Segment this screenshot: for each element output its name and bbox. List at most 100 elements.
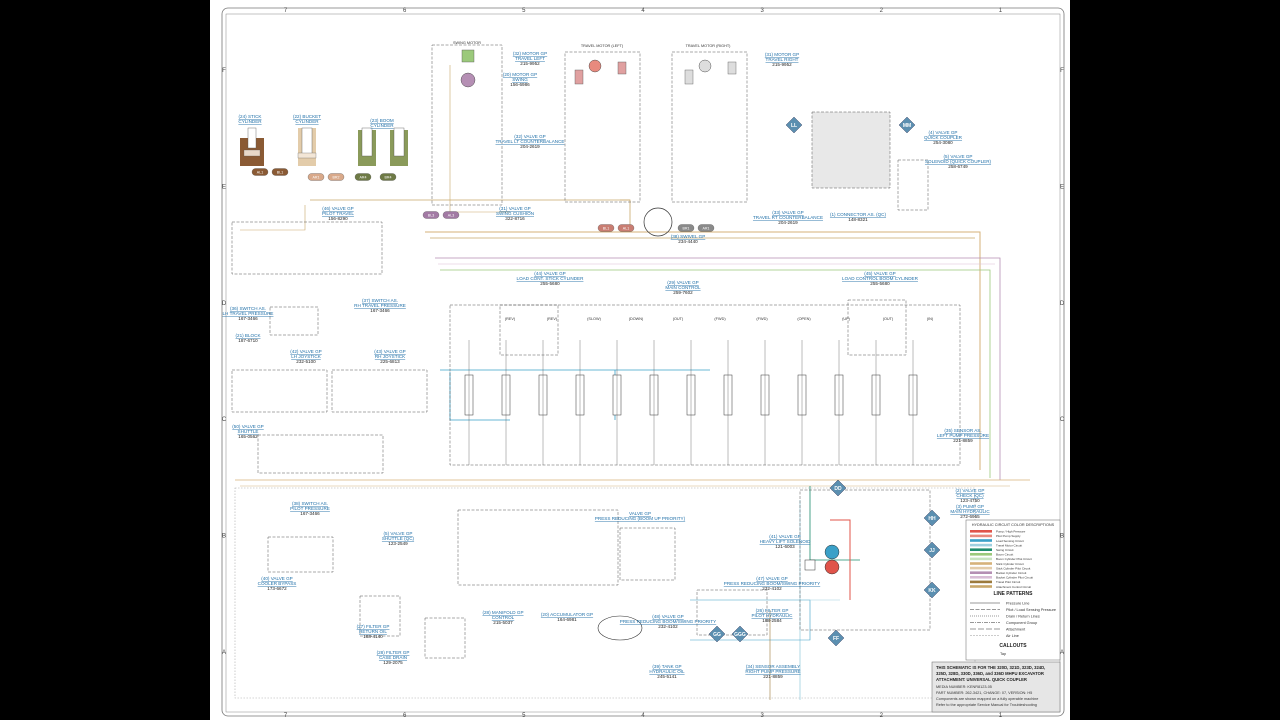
legend-color-row: Pilot Pump Supply bbox=[970, 534, 1021, 538]
part-number: 121-6003 bbox=[775, 544, 795, 549]
tap-callout-ff[interactable]: FF bbox=[827, 629, 845, 647]
component-label-sensor-left-pump[interactable]: (35) SENSOR AS.LEFT PUMP PRESSURE221-885… bbox=[937, 428, 989, 443]
component-name: (27) FILTER GP bbox=[357, 624, 390, 629]
component-label-swing-motor-title[interactable]: SWING MOTOR bbox=[453, 41, 481, 45]
tap-callout-mm[interactable]: MM bbox=[898, 116, 916, 134]
part-number: 204-2619 bbox=[778, 220, 798, 225]
legend-pattern-row: Pilot / Load Sensing Pressure bbox=[970, 608, 1056, 612]
grid-column-label: 1 bbox=[999, 713, 1003, 719]
component-name-line2: LOAD CONTROL BOOM CYLINDER bbox=[842, 276, 919, 281]
control-spool bbox=[464, 340, 474, 465]
part-number: 167-3466 bbox=[370, 308, 390, 313]
part-number: 167-3466 bbox=[238, 316, 258, 321]
component-label-connector-qc[interactable]: (1) CONNECTOR AS. (QC)148-8321 bbox=[830, 212, 887, 222]
component-label-switch-lh-travel[interactable]: (36) SWITCH AS.LH TRAVEL PRESSURE167-346… bbox=[223, 306, 274, 321]
port-chip: BR2 bbox=[327, 173, 345, 181]
port-chip-label: AL3 bbox=[448, 213, 454, 217]
control-spool bbox=[686, 340, 696, 465]
port-chip-label: AL1 bbox=[257, 170, 263, 174]
tap-callout-label: GGG bbox=[734, 632, 746, 638]
tap-callout-jj[interactable]: JJ bbox=[923, 541, 941, 559]
component-name-line2: TRAVEL LT COUNTERBALANCE bbox=[495, 139, 564, 144]
component-label-travel-motor-right-title[interactable]: TRAVEL MOTOR (RIGHT) bbox=[686, 44, 732, 48]
component-name-line2: RH JOYSTICK bbox=[375, 354, 406, 359]
component-name-line2: PRESS REDUCING (BOOM UP PRIORITY) bbox=[595, 516, 686, 521]
legend-color-label: Bucket Cylinder Circuit bbox=[996, 571, 1027, 575]
component-name: (23) BOOM bbox=[370, 118, 394, 123]
tap-callout-hh[interactable]: HH bbox=[923, 509, 941, 527]
tap-callout-gg[interactable]: GG bbox=[708, 625, 726, 643]
part-number: 156-6986 bbox=[510, 82, 530, 87]
part-number: 164-6981 bbox=[557, 617, 577, 622]
component-name: (44) VALVE GP bbox=[534, 271, 566, 276]
legend-color-row: Pump / High Pressure bbox=[970, 530, 1026, 534]
component-name-line2: CYLINDER bbox=[295, 119, 319, 124]
main-valve-port-label: (UP) bbox=[842, 317, 851, 321]
part-number: 123-2549 bbox=[388, 541, 408, 546]
legend-color-row: Boom Cylinder Pilot Circuit bbox=[970, 557, 1032, 561]
component-name-line2: CASE DRAIN bbox=[379, 655, 407, 660]
tap-callout-dd[interactable]: DD bbox=[829, 479, 847, 497]
outer-frame bbox=[221, 7, 1065, 717]
attachment-boundary bbox=[234, 487, 976, 699]
title-line-2: 325D, 328D, 330D, 336D, and 336D MHPU EX… bbox=[936, 671, 1044, 676]
tap-callouts: LLMMEEHHJJKKFFGGGGGDD bbox=[708, 116, 941, 647]
legend-color-row: Swing Circuit bbox=[970, 548, 1014, 552]
tap-callout-kk[interactable]: KK bbox=[923, 581, 941, 599]
part-number: 322-8716 bbox=[505, 216, 525, 221]
component-name: TRAVEL MOTOR (LEFT) bbox=[581, 44, 624, 48]
tap-callout-ll[interactable]: LL bbox=[785, 116, 803, 134]
title-block: THIS SCHEMATIC IS FOR THE 320D, 321D, 32… bbox=[931, 661, 1061, 713]
grid-column-label: 6 bbox=[403, 8, 407, 14]
component-label-travel-motor-left-title[interactable]: TRAVEL MOTOR (LEFT) bbox=[581, 44, 624, 48]
part-number: 204-2619 bbox=[520, 144, 540, 149]
component-name: (22) BUCKET bbox=[293, 114, 321, 119]
component-name: SWING MOTOR bbox=[453, 41, 481, 45]
component-groups bbox=[231, 44, 961, 659]
tap-callout-ggg[interactable]: GGG bbox=[731, 625, 749, 643]
boom-cylinder bbox=[358, 127, 408, 166]
component-name-line2: CHECK (QC) bbox=[956, 493, 984, 498]
grid-column-label: 4 bbox=[641, 713, 645, 719]
component-label-switch-rh-travel[interactable]: (37) SWITCH AS.RH TRAVEL PRESSURE167-346… bbox=[354, 298, 406, 313]
component-name: (24) STICK bbox=[239, 114, 263, 119]
component-name-line2: RETURN OIL bbox=[359, 629, 387, 634]
component-name-line2: LEFT PUMP PRESSURE bbox=[937, 433, 989, 438]
